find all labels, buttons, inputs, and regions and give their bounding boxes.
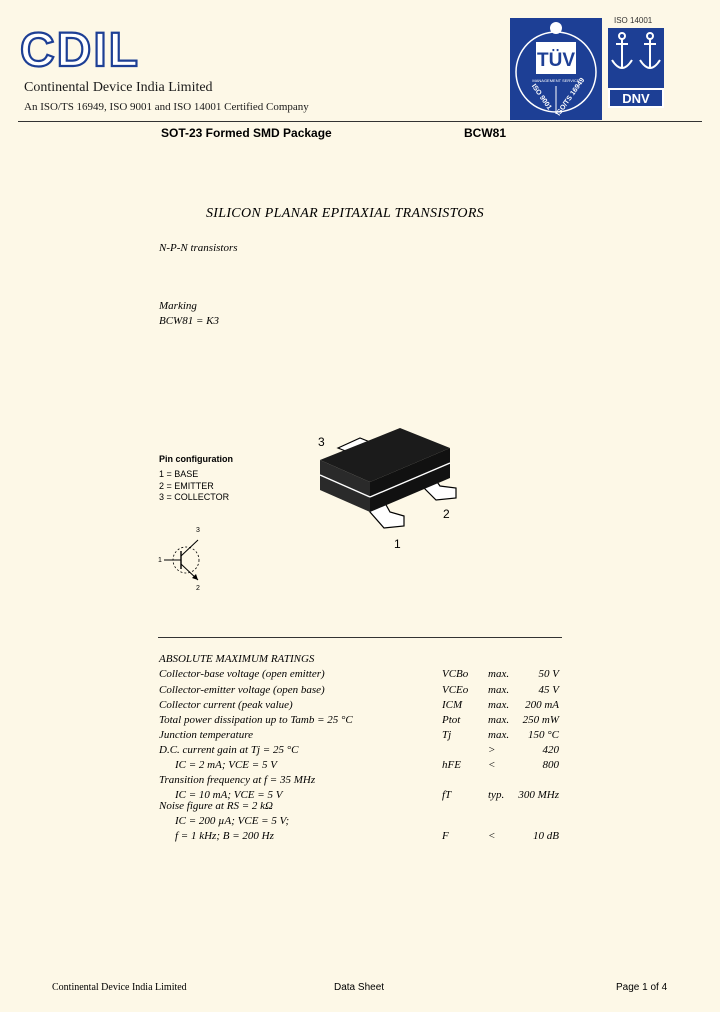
rating-qualifier: typ. [488,789,505,801]
rating-qualifier: max. [488,714,510,726]
package-pin-3-label: 3 [318,435,325,449]
package-title: SOT-23 Formed SMD Package [161,126,332,140]
dnv-iso-label: ISO 14001 [614,16,653,25]
footer-company: Continental Device India Limited [52,982,187,993]
rating-value: 300 MHz [518,789,559,801]
rating-param: IC = 10 mA; VCE = 5 V [175,789,283,801]
rating-qualifier: max. [488,668,510,680]
ratings-heading: ABSOLUTE MAXIMUM RATINGS [159,653,315,665]
pin-config-heading: Pin configuration [159,454,233,464]
rating-symbol: hFE [442,759,461,771]
symbol-collector-label: 3 [196,527,200,534]
sot23-package-drawing: 3 2 1 [318,428,457,551]
rating-symbol: Tj [442,729,452,741]
rating-value: 45 V [538,684,559,696]
company-name: Continental Device India Limited [24,80,213,95]
tuv-label: TÜV [537,50,575,71]
rating-value: 50 V [538,668,559,680]
symbol-base-label: 1 [158,557,162,564]
rating-qualifier: max. [488,699,510,711]
ratings-row: Noise figure at RS = 2 kΩ [159,800,559,816]
ratings-row: IC = 200 µA; VCE = 5 V; [159,815,559,831]
rating-symbol: VCBo [442,668,469,680]
rating-value: 10 dB [533,830,559,842]
footer-page-number: Page 1 of 4 [616,982,668,993]
rating-symbol: Ptot [442,714,461,726]
rating-param: Collector-base voltage (open emitter) [159,668,325,680]
document-title: SILICON PLANAR EPITAXIAL TRANSISTORS [206,206,484,221]
rating-param: f = 1 kHz; B = 200 Hz [175,830,274,842]
rating-symbol: VCEo [442,684,469,696]
rating-param: Junction temperature [159,729,253,741]
marking-value: BCW81 = K3 [159,315,219,327]
dnv-certification-badge: DNV [608,28,664,108]
rating-param: D.C. current gain at Tj = 25 °C [159,744,299,756]
package-pin-1-label: 1 [394,537,401,551]
rating-param: Collector-emitter voltage (open base) [159,684,325,696]
ratings-row: Collector-base voltage (open emitter) VC… [159,668,559,684]
rating-qualifier: max. [488,729,510,741]
rating-value: 420 [542,744,560,756]
part-number: BCW81 [464,126,507,140]
rating-param: IC = 2 mA; VCE = 5 V [175,759,277,771]
company-tagline: An ISO/TS 16949, ISO 9001 and ISO 14001 … [24,101,309,113]
anchor-icon [611,32,661,69]
package-pin-2-label: 2 [443,507,450,521]
rating-param: Transition frequency at f = 35 MHz [159,774,316,786]
rating-qualifier: max. [488,684,510,696]
ratings-divider [158,637,562,638]
rating-param: Total power dissipation up to Tamb = 25 … [159,714,353,726]
rating-value: 150 °C [528,729,559,741]
rating-symbol: F [442,830,449,842]
dnv-mark: DNV [622,91,650,106]
tuv-small-label: MANAGEMENT SERVICE [532,78,580,83]
ratings-row: Transition frequency at f = 35 MHz [159,774,559,790]
ratings-row: Collector current (peak value) ICM max. … [159,699,559,715]
rating-symbol: ICM [442,699,463,711]
rating-value: 250 mW [522,714,559,726]
symbol-emitter-label: 2 [196,585,200,592]
ratings-row: Collector-emitter voltage (open base) VC… [159,684,559,700]
rating-param: Noise figure at RS = 2 kΩ [159,800,273,812]
ratings-row: Junction temperature Tj max. 150 °C [159,729,559,745]
footer-data-sheet: Data Sheet [334,982,385,993]
transistor-type: N-P-N transistors [159,242,238,254]
ratings-row: D.C. current gain at Tj = 25 °C > 420 [159,744,559,760]
cdil-logo: CDIL [19,24,140,77]
rating-qualifier: < [488,830,496,842]
pin-1-label: 1 = BASE [159,469,199,479]
ratings-row: f = 1 kHz; B = 200 Hz F < 10 dB [159,830,559,846]
marking-label: Marking [159,300,197,312]
pin-2-label: 2 = EMITTER [159,481,214,491]
ratings-row: IC = 10 mA; VCE = 5 V fT typ. 300 MHz [159,789,559,805]
rating-value: 800 [542,759,560,771]
ratings-row: IC = 2 mA; VCE = 5 V hFE < 800 [159,759,559,775]
ratings-row: Total power dissipation up to Tamb = 25 … [159,714,559,730]
rating-symbol: fT [442,789,452,801]
package-body-top [320,428,450,482]
header-divider [18,121,702,122]
rating-qualifier: < [488,759,496,771]
pin-3-label: 3 = COLLECTOR [159,492,230,502]
tuv-certification-badge: TÜV MANAGEMENT SERVICE ISO 9001 ISO/TS 1… [510,18,602,120]
rating-param: IC = 200 µA; VCE = 5 V; [175,815,290,827]
rating-value: 200 mA [525,699,559,711]
rating-param: Collector current (peak value) [159,699,293,711]
rating-qualifier: > [488,744,496,756]
npn-transistor-symbol: 3 1 2 [158,527,200,592]
